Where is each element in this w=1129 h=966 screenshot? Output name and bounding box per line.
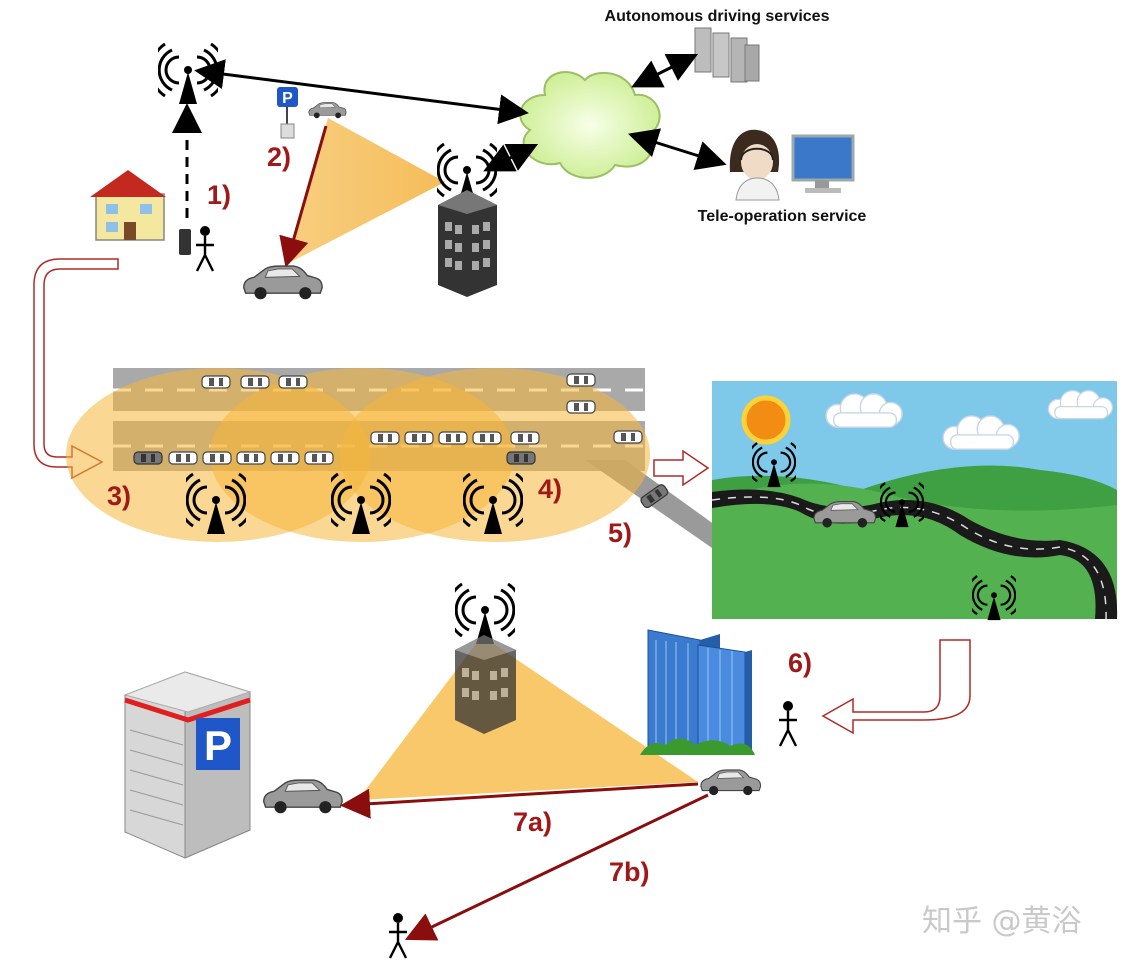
autonomous-services-label: Autonomous driving services [605, 8, 830, 25]
watermark: 知乎 @黄浴 [922, 904, 1082, 939]
flow-arrow [653, 449, 710, 487]
pedestrian-icon [387, 912, 409, 960]
house-icon [90, 170, 166, 241]
rural-landscape-panel [711, 381, 1118, 621]
step-7a-label: 7a) [513, 807, 552, 837]
phone-icon [179, 229, 191, 255]
sun-icon [741, 395, 791, 445]
vehicle-icon [438, 431, 468, 445]
link-arrow [194, 59, 529, 125]
office-tower-icon [438, 190, 497, 297]
parking-sign-letter: P [282, 90, 293, 107]
coverage-beam [285, 118, 445, 265]
step-5-label: 5) [608, 518, 632, 548]
car-icon [262, 779, 343, 815]
vehicle-icon [270, 451, 300, 465]
antenna-icon [158, 42, 218, 105]
vehicle-icon [304, 451, 334, 465]
pedestrian-icon [194, 225, 216, 273]
step-7b-arrow [404, 793, 709, 941]
link-arrow [627, 128, 727, 171]
vehicle-icon [370, 431, 400, 445]
vehicle-icon [566, 400, 596, 414]
step-7b-label: 7b) [609, 857, 650, 887]
link-arrow [631, 53, 699, 88]
step-7a-arrow [340, 782, 699, 819]
monitor-icon [791, 134, 855, 193]
parking-sign-icon: P [277, 87, 298, 139]
coverage-beam [358, 636, 698, 800]
step-1-label: 1) [207, 180, 231, 210]
office-tower-icon [455, 635, 516, 734]
vehicle-icon [566, 373, 596, 387]
parking-garage-icon: P [123, 671, 252, 859]
teleop-service-label: Tele-operation service [698, 208, 867, 225]
car-icon [700, 769, 762, 796]
step-6-label: 6) [788, 648, 812, 678]
vehicle-icon [133, 451, 163, 465]
cloud-icon [519, 71, 661, 179]
vehicle-icon [236, 451, 266, 465]
step-2-arrow [279, 125, 328, 268]
highway-scene: 3) 4) 5) [66, 368, 715, 550]
vehicle-icon [202, 451, 232, 465]
vehicle-icon [278, 375, 308, 389]
vehicle-icon [168, 451, 198, 465]
vehicle-icon [472, 431, 502, 445]
city-scene: P 6) 7a) 7b) [123, 582, 812, 960]
parked-car-icon [308, 102, 347, 119]
pedestrian-icon [777, 700, 799, 748]
antenna-icon [455, 582, 515, 645]
car-icon [242, 265, 323, 301]
office-buildings-icon [640, 629, 755, 755]
operator-icon [729, 129, 780, 201]
vehicle-icon [613, 430, 643, 444]
vehicle-icon [240, 375, 270, 389]
vehicle-icon [510, 431, 540, 445]
vehicle-icon [506, 451, 536, 465]
step-4-label: 4) [538, 474, 562, 504]
vehicle-icon [201, 375, 231, 389]
top-scene: Autonomous driving services Tele-operati… [90, 8, 867, 301]
parking-garage-letter: P [204, 722, 232, 769]
vehicle-icon [404, 431, 434, 445]
server-icon [694, 27, 760, 83]
step-3-label: 3) [107, 481, 131, 511]
link-arrow [483, 143, 539, 172]
step-2-label: 2) [267, 142, 291, 172]
flow-arrow [821, 639, 971, 735]
